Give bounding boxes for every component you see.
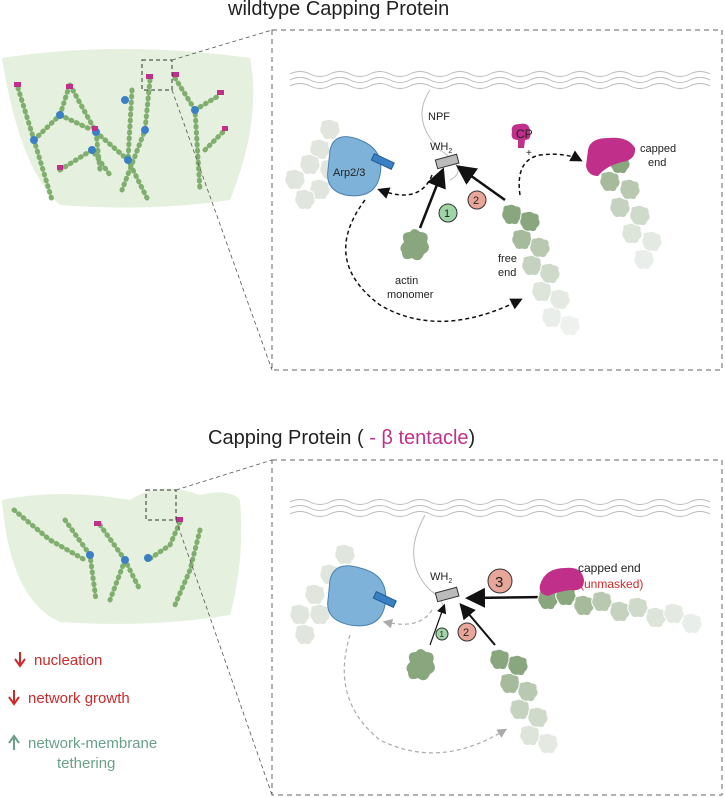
zoom-line-bottom-a [175,459,273,491]
capped-end-filament-bottom [537,584,703,635]
arp23-pointer-top [370,152,395,170]
step1-badge-bottom [435,627,449,641]
npf-label-top: NPF [428,111,450,123]
actin-monomer-top [400,229,429,261]
step2-badge-top [467,190,487,210]
zoom-line-top-b [171,89,273,371]
monomer-label-top-2: monomer [387,289,434,301]
arrow-wh2-to-arp-bottom [382,609,433,629]
down-arrow-icon [14,652,26,668]
unmasked-label-bottom: (unmasked) [580,577,643,591]
zoom-box-bottom [145,489,177,521]
zoom-box-top [141,59,173,91]
arp23-label-top: Arp2/3 [333,167,365,179]
cp-capped-bottom [539,567,584,596]
arrow-long-curve-top [344,199,523,323]
capped-end-label-bottom: capped end [578,561,641,575]
cp-label-top: CP [516,127,533,141]
title-wildtype: wildtype Capping Protein [228,0,450,20]
step2-badge-bottom [457,622,477,642]
zoom-line-top-a [171,29,273,61]
monomer-label-top-1: actin [395,275,418,287]
network-cell-top [2,49,254,208]
wh2-domain-top [434,153,460,170]
cp-capped-top [586,137,636,176]
step3-label-bottom: 3 [495,574,503,591]
arrow-freeend-to-wh2-bottom [459,602,496,646]
title-mutant-post: ) [468,427,476,449]
arrow-freeend-to-capped-top [518,150,583,196]
effect-tethering-2: tethering [57,755,116,772]
step3-badge-bottom [487,568,513,594]
free-end-label-top-2: end [498,267,516,279]
up-arrow-icon [8,734,20,750]
membrane-bottom [289,499,711,517]
step1-label-bottom: 1 [440,630,445,639]
wh2-label-top: WH2 [430,141,452,155]
effect-nucleation: nucleation [34,652,103,669]
arrow-freeend-to-wh2-top [455,165,506,202]
down-arrow-icon [8,690,20,706]
title-mutant: Capping Protein ( - β tentacle) [208,427,475,450]
capped-end-label-top-1: capped [640,143,676,155]
arp23-complex-bottom [327,565,387,627]
step2-label-top: 2 [473,195,479,207]
effect-arrows [8,652,26,750]
arrow-monomer-to-wh2-bottom [429,603,447,646]
title-mutant-tentacle: - β tentacle [363,427,469,449]
cp-protein-top [511,123,531,148]
cp-plus-top: + [526,148,532,159]
arrow-long-curve-bottom [343,634,508,754]
wh2-label-bottom: WH2 [430,571,452,585]
title-mutant-pre: Capping Protein ( [208,427,364,449]
wh2-domain-bottom [434,586,460,603]
effect-network-growth: network growth [28,690,130,707]
panel-frame-bottom [271,459,723,796]
arp-nodes-bottom [86,551,152,564]
cp-caps-bottom [94,517,183,526]
step1-label-top: 1 [444,208,450,220]
membrane-top [289,71,711,89]
arrow-wh2-to-arp-top [377,174,433,199]
arrow-cappedend-to-wh2-bottom [465,587,546,608]
free-end-filament-bottom [489,648,559,755]
capped-end-label-top-2: end [648,157,666,169]
actin-monomer-bottom [406,649,435,681]
arp23-complex-top [327,136,382,197]
arp23-pointer-bottom [372,590,397,608]
arrow-monomer-to-wh2-top [418,167,446,229]
step2-label-bottom: 2 [463,627,469,639]
step1-badge-top [438,203,458,223]
free-end-label-top-1: free [498,253,517,265]
effect-tethering-1: network-membrane [28,735,158,752]
cp-caps-top [14,72,228,170]
panel-frame-top [271,29,723,371]
